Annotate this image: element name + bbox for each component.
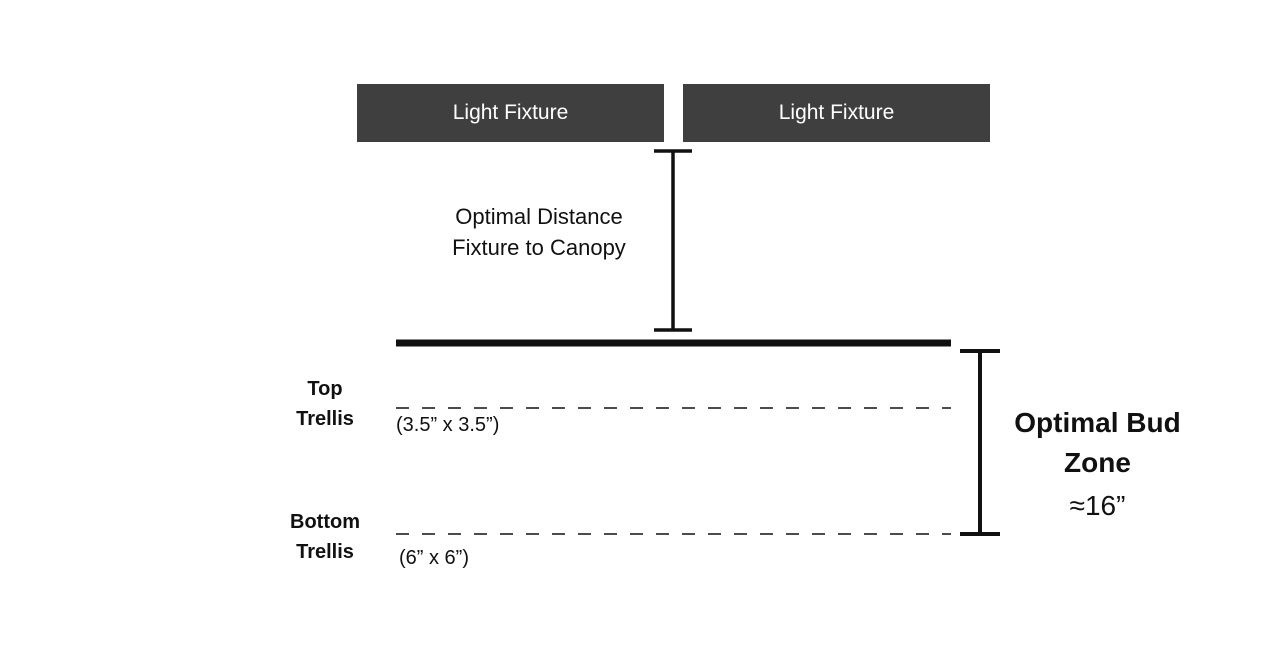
light-fixture-left: Light Fixture bbox=[357, 84, 664, 142]
bottom-trellis-name: Bottom Trellis bbox=[270, 507, 380, 567]
bud-zone-title-line2: Zone bbox=[1064, 447, 1131, 478]
light-fixture-right: Light Fixture bbox=[683, 84, 990, 142]
bud-zone-title-line1: Optimal Bud bbox=[1014, 407, 1181, 438]
light-fixture-right-label: Light Fixture bbox=[778, 101, 895, 124]
bud-zone-bracket bbox=[960, 349, 1000, 536]
top-trellis-name-line2: Trellis bbox=[296, 408, 354, 430]
top-trellis-name: Top Trellis bbox=[270, 374, 380, 434]
light-fixture-left-label: Light Fixture bbox=[452, 101, 569, 124]
top-trellis-name-line1: Top bbox=[307, 378, 343, 400]
distance-bracket bbox=[654, 149, 692, 332]
bottom-trellis-name-line2: Trellis bbox=[296, 541, 354, 563]
optimal-distance-label: Optimal Distance Fixture to Canopy bbox=[420, 202, 658, 264]
bottom-trellis-name-line1: Bottom bbox=[290, 511, 360, 533]
optimal-distance-line1: Optimal Distance bbox=[455, 204, 623, 229]
optimal-distance-line2: Fixture to Canopy bbox=[452, 234, 626, 260]
bud-zone-value: ≈16” bbox=[1069, 490, 1126, 521]
bud-zone-title: Optimal Bud Zone bbox=[1000, 403, 1195, 483]
bottom-trellis-size: (6” x 6”) bbox=[399, 547, 469, 569]
top-trellis-size: (3.5” x 3.5”) bbox=[396, 414, 500, 436]
